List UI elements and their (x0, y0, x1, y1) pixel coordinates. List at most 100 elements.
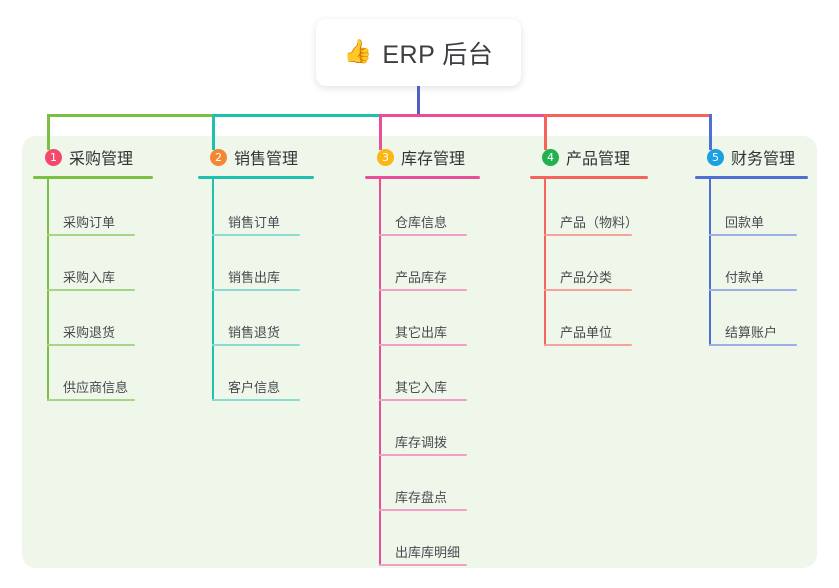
leaf-item-underline (212, 399, 300, 401)
leaf-item-label: 其它入库 (395, 380, 448, 395)
branch-trunk-3 (379, 176, 381, 566)
branch-title-1: 采购管理 (69, 151, 134, 168)
leaf-item-label: 其它出库 (395, 325, 448, 340)
leaf-item[interactable]: 回款单 (709, 204, 837, 236)
leaf-item-label: 客户信息 (228, 380, 281, 395)
connector-drop-stem-5 (709, 114, 712, 150)
leaf-item[interactable]: 产品（物料） (544, 204, 672, 236)
branch-header-underline-5 (695, 176, 808, 179)
leaf-item-underline (212, 344, 300, 346)
leaf-item-label: 产品分类 (560, 270, 613, 285)
leaf-item-label: 销售订单 (228, 215, 281, 230)
root-node[interactable]: 👍 ERP 后台 (316, 19, 521, 86)
branch-column-1: 1 采购管理采购订单采购入库采购退货供应商信息 (33, 145, 153, 401)
leaf-item-label: 销售退货 (228, 325, 281, 340)
leaf-item[interactable]: 客户信息 (212, 369, 340, 401)
leaf-item-underline (544, 234, 632, 236)
leaf-item[interactable]: 销售订单 (212, 204, 340, 236)
leaf-item-underline (379, 234, 467, 236)
connector-bar-segment-2 (212, 114, 382, 117)
leaf-item-label: 采购退货 (63, 325, 116, 340)
branch-trunk-1 (47, 176, 49, 401)
leaf-item[interactable]: 出库库明细 (379, 534, 507, 566)
branch-header-underline-1 (33, 176, 153, 179)
branch-title-5: 财务管理 (731, 151, 796, 168)
leaf-item[interactable]: 仓库信息 (379, 204, 507, 236)
leaf-item-label: 回款单 (725, 215, 765, 230)
leaf-item-underline (212, 289, 300, 291)
branch-header-underline-3 (365, 176, 480, 179)
branch-badge-2: 2 (210, 148, 227, 166)
leaf-item-underline (47, 234, 135, 236)
connector-bar-segment-1 (47, 114, 215, 117)
branch-title-2: 销售管理 (234, 151, 299, 168)
root-node-title: ERP 后台 (382, 40, 494, 69)
leaf-item-underline (379, 454, 467, 456)
leaf-item-underline (379, 399, 467, 401)
leaf-item-label: 仓库信息 (395, 215, 448, 230)
connector-drop-stem-1 (47, 114, 50, 150)
leaf-item-label: 供应商信息 (63, 380, 129, 395)
leaf-item-label: 付款单 (725, 270, 765, 285)
leaf-item[interactable]: 产品分类 (544, 259, 672, 291)
branch-trunk-4 (544, 176, 546, 346)
branch-badge-1: 1 (45, 148, 62, 166)
leaf-item-label: 结算账户 (725, 325, 778, 340)
leaf-item[interactable]: 产品库存 (379, 259, 507, 291)
leaf-item[interactable]: 采购订单 (47, 204, 175, 236)
leaf-item-label: 出库库明细 (395, 545, 461, 560)
branch-column-2: 2 销售管理销售订单销售出库销售退货客户信息 (198, 145, 314, 401)
leaf-item-underline (379, 509, 467, 511)
leaf-item-label: 产品单位 (560, 325, 613, 340)
branch-header-3[interactable]: 3 库存管理 (365, 145, 465, 169)
leaf-item-underline (379, 564, 467, 566)
leaf-item[interactable]: 付款单 (709, 259, 837, 291)
leaf-item-underline (47, 289, 135, 291)
branch-badge-3: 3 (377, 148, 394, 166)
leaf-item[interactable]: 其它入库 (379, 369, 507, 401)
leaf-item[interactable]: 库存调拨 (379, 424, 507, 456)
leaf-item-label: 库存盘点 (395, 490, 448, 505)
leaf-item-label: 产品库存 (395, 270, 448, 285)
connector-bar-segment-3 (379, 114, 547, 117)
leaf-item[interactable]: 其它出库 (379, 314, 507, 346)
leaf-item-label: 采购订单 (63, 215, 116, 230)
connector-drop-stem-4 (544, 114, 547, 150)
leaf-item-underline (709, 344, 797, 346)
leaf-item-underline (212, 234, 300, 236)
leaf-item-label: 库存调拨 (395, 435, 448, 450)
branch-title-3: 库存管理 (401, 151, 466, 168)
branch-header-2[interactable]: 2 销售管理 (198, 145, 298, 169)
leaf-item[interactable]: 采购退货 (47, 314, 175, 346)
leaf-item[interactable]: 产品单位 (544, 314, 672, 346)
leaf-item-underline (544, 344, 632, 346)
leaf-item-underline (709, 289, 797, 291)
branch-title-4: 产品管理 (566, 151, 631, 168)
leaf-item-label: 销售出库 (228, 270, 281, 285)
leaf-item[interactable]: 销售退货 (212, 314, 340, 346)
branch-header-1[interactable]: 1 采购管理 (33, 145, 133, 169)
leaf-item[interactable]: 库存盘点 (379, 479, 507, 511)
leaf-item[interactable]: 销售出库 (212, 259, 340, 291)
connector-bar-segment-4 (544, 114, 712, 117)
branch-header-underline-2 (198, 176, 314, 179)
leaf-item[interactable]: 供应商信息 (47, 369, 175, 401)
leaf-item-underline (379, 344, 467, 346)
branch-header-underline-4 (530, 176, 648, 179)
leaf-item-label: 采购入库 (63, 270, 116, 285)
leaf-item-underline (47, 399, 135, 401)
branches-background-panel (22, 136, 817, 568)
leaf-item-underline (47, 344, 135, 346)
leaf-item[interactable]: 结算账户 (709, 314, 837, 346)
root-stem (417, 86, 420, 117)
leaf-item[interactable]: 采购入库 (47, 259, 175, 291)
leaf-item-underline (379, 289, 467, 291)
leaf-item-underline (544, 289, 632, 291)
connector-drop-stem-2 (212, 114, 215, 150)
branch-trunk-2 (212, 176, 214, 401)
